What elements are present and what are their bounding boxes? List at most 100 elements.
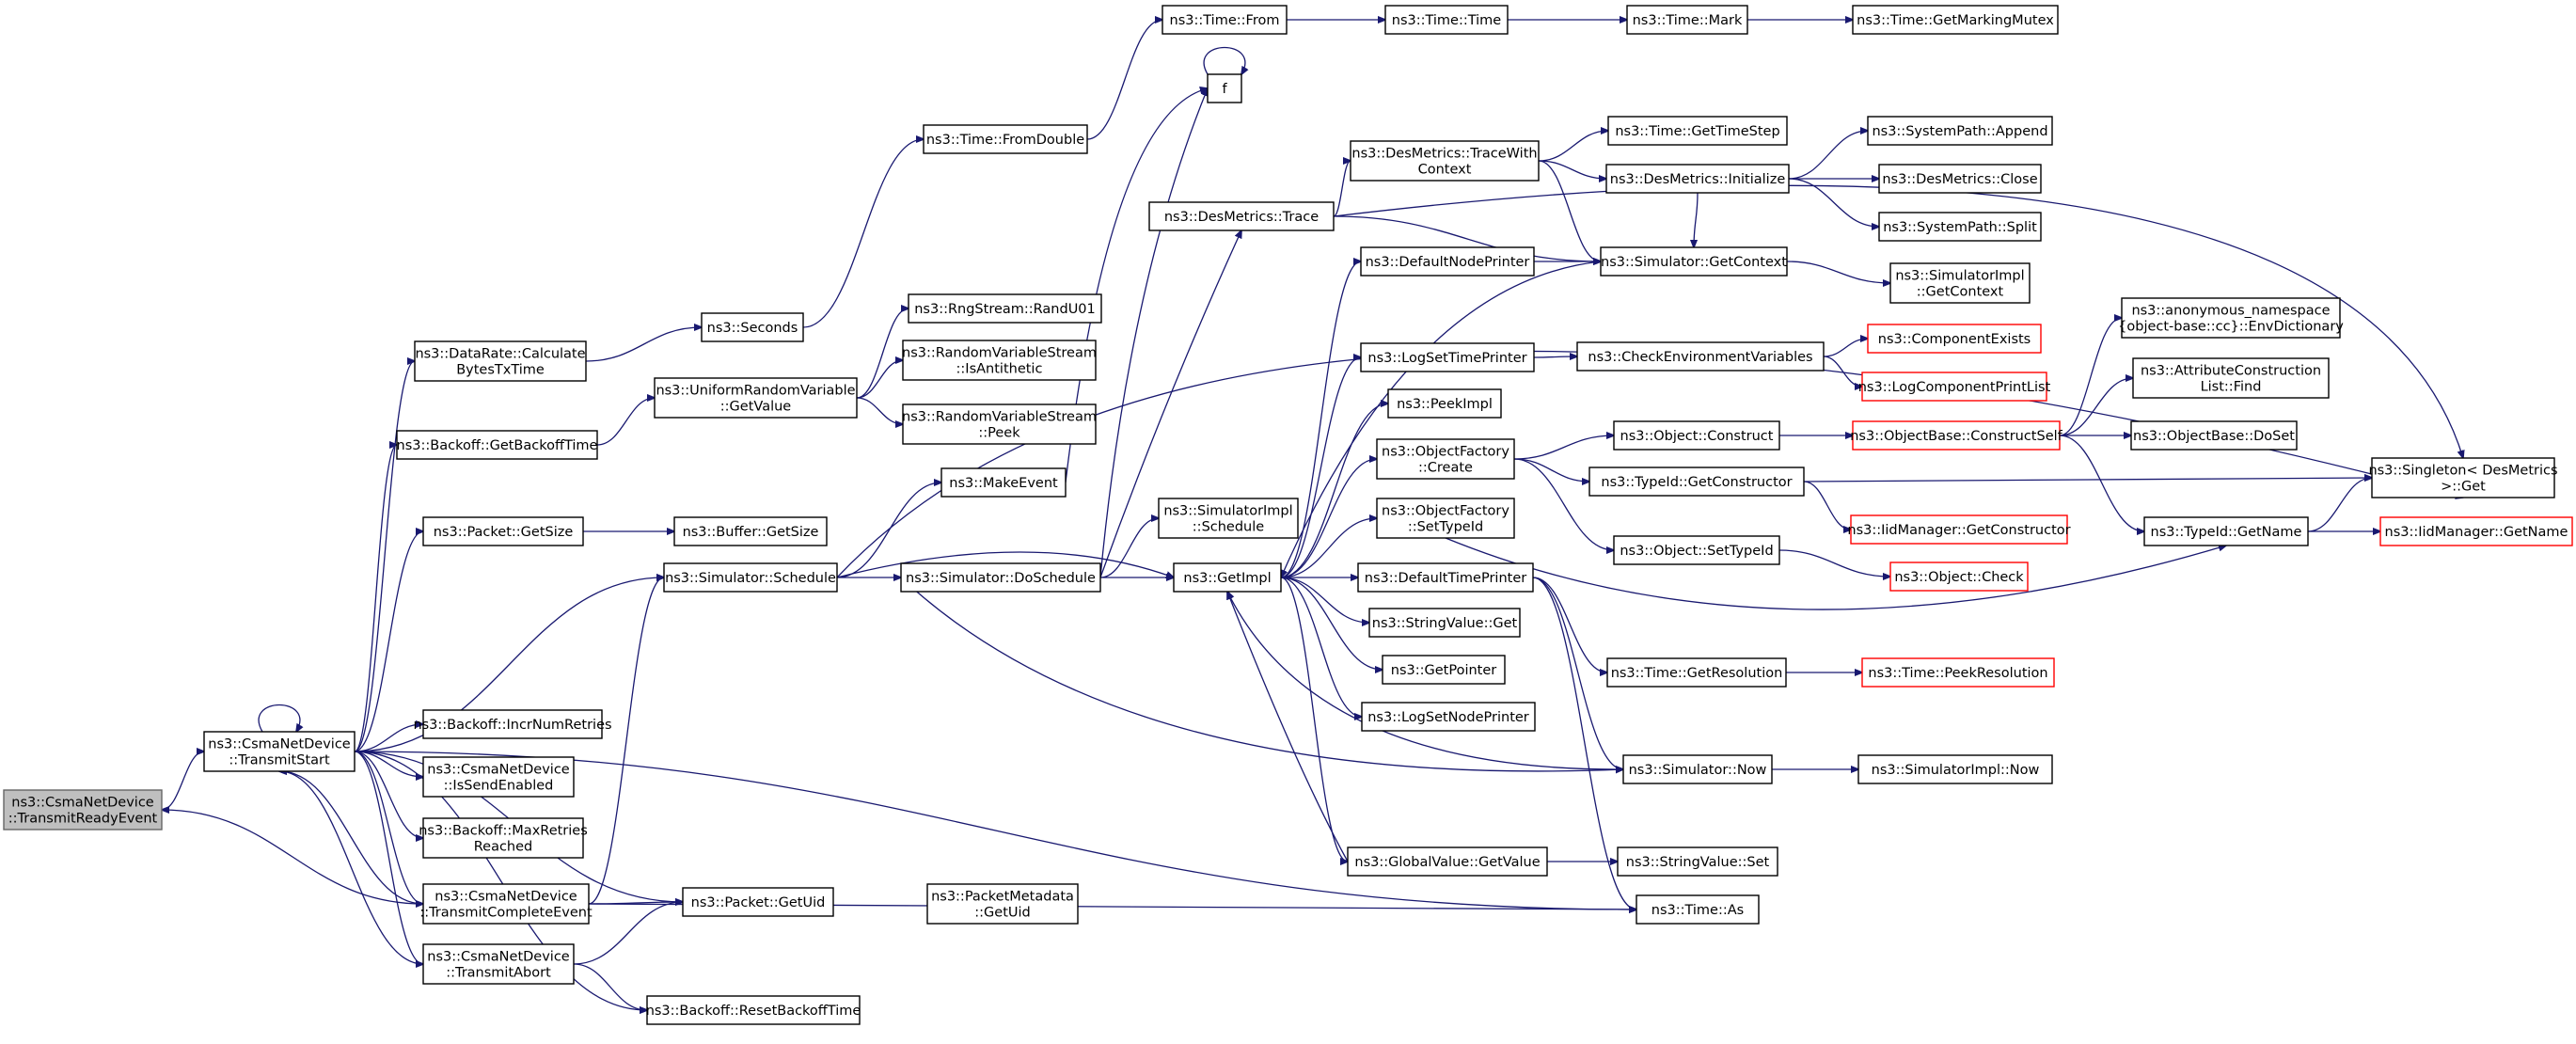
function-node-ise[interactable]: ns3::CsmaNetDevice::IsSendEnabled [422, 756, 575, 798]
function-node-box [2371, 457, 2555, 498]
function-node-tgr[interactable]: ns3::Time::GetResolution [1606, 657, 1787, 688]
function-node-label: >::Get [2441, 480, 2486, 495]
call-edge-dtp-tgr [1532, 577, 1607, 672]
function-node-gvgv[interactable]: ns3::GlobalValue::GetValue [1347, 846, 1548, 877]
call-edges [162, 20, 2463, 1010]
function-node-svg[interactable]: ns3::StringValue::Get [1368, 608, 1521, 638]
function-node-label: ::GetUid [974, 906, 1030, 921]
function-node-root[interactable]: ns3::CsmaNetDevice::TransmitReadyEvent [3, 789, 163, 830]
call-edge-tce-ts [279, 771, 424, 905]
function-node-dmi[interactable]: ns3::DesMetrics::Initialize [1605, 164, 1790, 194]
function-node-gbt[interactable]: ns3::Backoff::GetBackoffTime [396, 430, 598, 460]
function-node-tas[interactable]: ns3::Time::As [1636, 894, 1760, 925]
function-node-dmt[interactable]: ns3::DesMetrics::Trace [1148, 201, 1335, 231]
function-node-obcs[interactable]: ns3::ObjectBase::ConstructSelf [1850, 420, 2063, 451]
function-node-bgs[interactable]: ns3::Buffer::GetSize [673, 516, 828, 546]
function-node-rng[interactable]: ns3::RngStream::RandU01 [908, 293, 1102, 324]
function-node-f[interactable]: f [1207, 73, 1242, 103]
function-node-anon[interactable]: ns3::anonymous_namespace{object-base::cc… [2118, 297, 2344, 339]
function-node-svs[interactable]: ns3::StringValue::Set [1617, 846, 1778, 877]
function-node-lstp[interactable]: ns3::LogSetTimePrinter [1360, 342, 1535, 372]
function-node-tce[interactable]: ns3::CsmaNetDevice::TransmitCompleteEven… [419, 883, 593, 925]
function-node-label: ::IsSendEnabled [444, 779, 554, 794]
function-node-box [1347, 846, 1548, 877]
function-node-dnp[interactable]: ns3::DefaultNodePrinter [1360, 246, 1535, 277]
function-node-spa[interactable]: ns3::SystemPath::Append [1867, 116, 2053, 146]
function-node-label: ::GetValue [720, 400, 792, 415]
function-node-ost[interactable]: ns3::Object::SetTypeId [1613, 535, 1780, 565]
function-node-me[interactable]: ns3::MakeEvent [940, 467, 1067, 498]
function-node-ofs[interactable]: ns3::ObjectFactory::SetTypeId [1376, 498, 1515, 539]
function-node-sps[interactable]: ns3::SystemPath::Split [1878, 212, 2042, 242]
function-node-tt[interactable]: ns3::Time::Time [1384, 5, 1509, 35]
function-node-pi[interactable]: ns3::PeekImpl [1387, 388, 1502, 419]
function-node-ofc[interactable]: ns3::ObjectFactory::Create [1376, 438, 1515, 480]
function-node-tfd[interactable]: ns3::Time::FromDouble [923, 124, 1088, 154]
function-node-box [940, 467, 1067, 498]
function-node-lsnp[interactable]: ns3::LogSetNodePrinter [1361, 702, 1536, 732]
function-node-imgc[interactable]: ns3::IidManager::GetConstructor [1847, 514, 2071, 545]
function-node-box [2121, 297, 2341, 339]
function-node-label: ns3::Time::PeekResolution [1868, 666, 2047, 681]
function-node-ts[interactable]: ns3::CsmaNetDevice::TransmitStart [203, 731, 356, 772]
function-node-sdm[interactable]: ns3::Singleton< DesMetrics >::Get [2368, 457, 2558, 498]
call-edge-sch-gi [836, 551, 1174, 577]
function-node-box [422, 516, 584, 546]
function-node-tgmm[interactable]: ns3::Time::GetMarkingMutex [1852, 5, 2059, 35]
function-node-tgn[interactable]: ns3::TypeId::GetName [2143, 516, 2309, 546]
function-node-box [1361, 702, 1536, 732]
function-node-sn[interactable]: ns3::Simulator::Now [1622, 754, 1773, 784]
call-edge-tgc-sdm [1803, 478, 2372, 482]
function-node-ds[interactable]: ns3::Simulator::DoSchedule [900, 562, 1101, 593]
function-node-label: ns3::Time::Time [1392, 13, 1502, 28]
function-node-pgu[interactable]: ns3::Packet::GetUid [682, 887, 834, 917]
function-node-rvsp[interactable]: ns3::RandomVariableStream::Peek [902, 403, 1097, 445]
function-node-sec[interactable]: ns3::Seconds [701, 312, 804, 342]
function-node-tm[interactable]: ns3::Time::Mark [1626, 5, 1748, 35]
function-node-ochk[interactable]: ns3::Object::Check [1889, 562, 2029, 592]
function-node-tf[interactable]: ns3::Time::From [1162, 5, 1288, 35]
function-node-tgc[interactable]: ns3::TypeId::GetConstructor [1588, 467, 1805, 497]
function-node-sigc[interactable]: ns3::SimulatorImpl::GetContext [1889, 262, 2031, 304]
function-node-tgts[interactable]: ns3::Time::GetTimeStep [1607, 116, 1788, 146]
function-node-sgc[interactable]: ns3::Simulator::GetContext [1600, 246, 1788, 277]
function-node-label: ::TransmitAbort [446, 966, 551, 981]
function-node-box [1850, 514, 2068, 545]
function-node-pgs[interactable]: ns3::Packet::GetSize [422, 516, 584, 546]
function-node-label: ns3::Time::From [1170, 13, 1280, 28]
function-node-sis[interactable]: ns3::SimulatorImpl::Schedule [1158, 498, 1299, 539]
function-node-gp[interactable]: ns3::GetPointer [1382, 655, 1506, 685]
function-node-dmc[interactable]: ns3::DesMetrics::Close [1878, 164, 2042, 194]
function-node-ce[interactable]: ns3::ComponentExists [1867, 324, 2042, 354]
function-node-label: ns3::TypeId::GetName [2151, 525, 2302, 540]
function-node-box [1384, 5, 1509, 35]
function-node-pmu[interactable]: ns3::PacketMetadata::GetUid [926, 883, 1079, 925]
function-node-rbt[interactable]: ns3::Backoff::ResetBackoffTime [646, 995, 861, 1025]
function-node-dtp[interactable]: ns3::DefaultTimePrinter [1357, 562, 1534, 593]
function-node-ta[interactable]: ns3::CsmaNetDevice::TransmitAbort [422, 943, 575, 985]
function-node-box [1636, 894, 1760, 925]
function-node-sch[interactable]: ns3::Simulator::Schedule [663, 562, 838, 593]
function-node-oc[interactable]: ns3::Object::Construct [1613, 420, 1780, 451]
function-node-gi[interactable]: ns3::GetImpl [1173, 562, 1282, 593]
function-node-rvsa[interactable]: ns3::RandomVariableStream::IsAntithetic [902, 340, 1097, 381]
function-node-imgn[interactable]: ns3::IidManager::GetName [2379, 516, 2573, 546]
function-node-lcpl[interactable]: ns3::LogComponentPrintList [1858, 372, 2051, 402]
function-node-box [1162, 5, 1288, 35]
function-node-label: ns3::LogSetTimePrinter [1367, 351, 1526, 366]
function-node-tpr[interactable]: ns3::Time::PeekResolution [1861, 657, 2055, 688]
function-node-box [422, 756, 575, 798]
function-node-obds[interactable]: ns3::ObjectBase::DoSet [2130, 420, 2298, 451]
call-edge-tce-sch [588, 577, 664, 905]
call-edge-dtp-sn [1532, 577, 1623, 769]
function-node-urv[interactable]: ns3::UniformRandomVariable::GetValue [654, 377, 858, 419]
function-node-cev[interactable]: ns3::CheckEnvironmentVariables [1576, 341, 1825, 372]
function-node-label: List::Find [2201, 380, 2262, 395]
function-node-sin[interactable]: ns3::SimulatorImpl::Now [1857, 754, 2053, 784]
function-node-inr[interactable]: ns3::Backoff::IncrNumRetries [413, 709, 612, 739]
function-node-label: ::TransmitReadyEvent [8, 812, 158, 827]
